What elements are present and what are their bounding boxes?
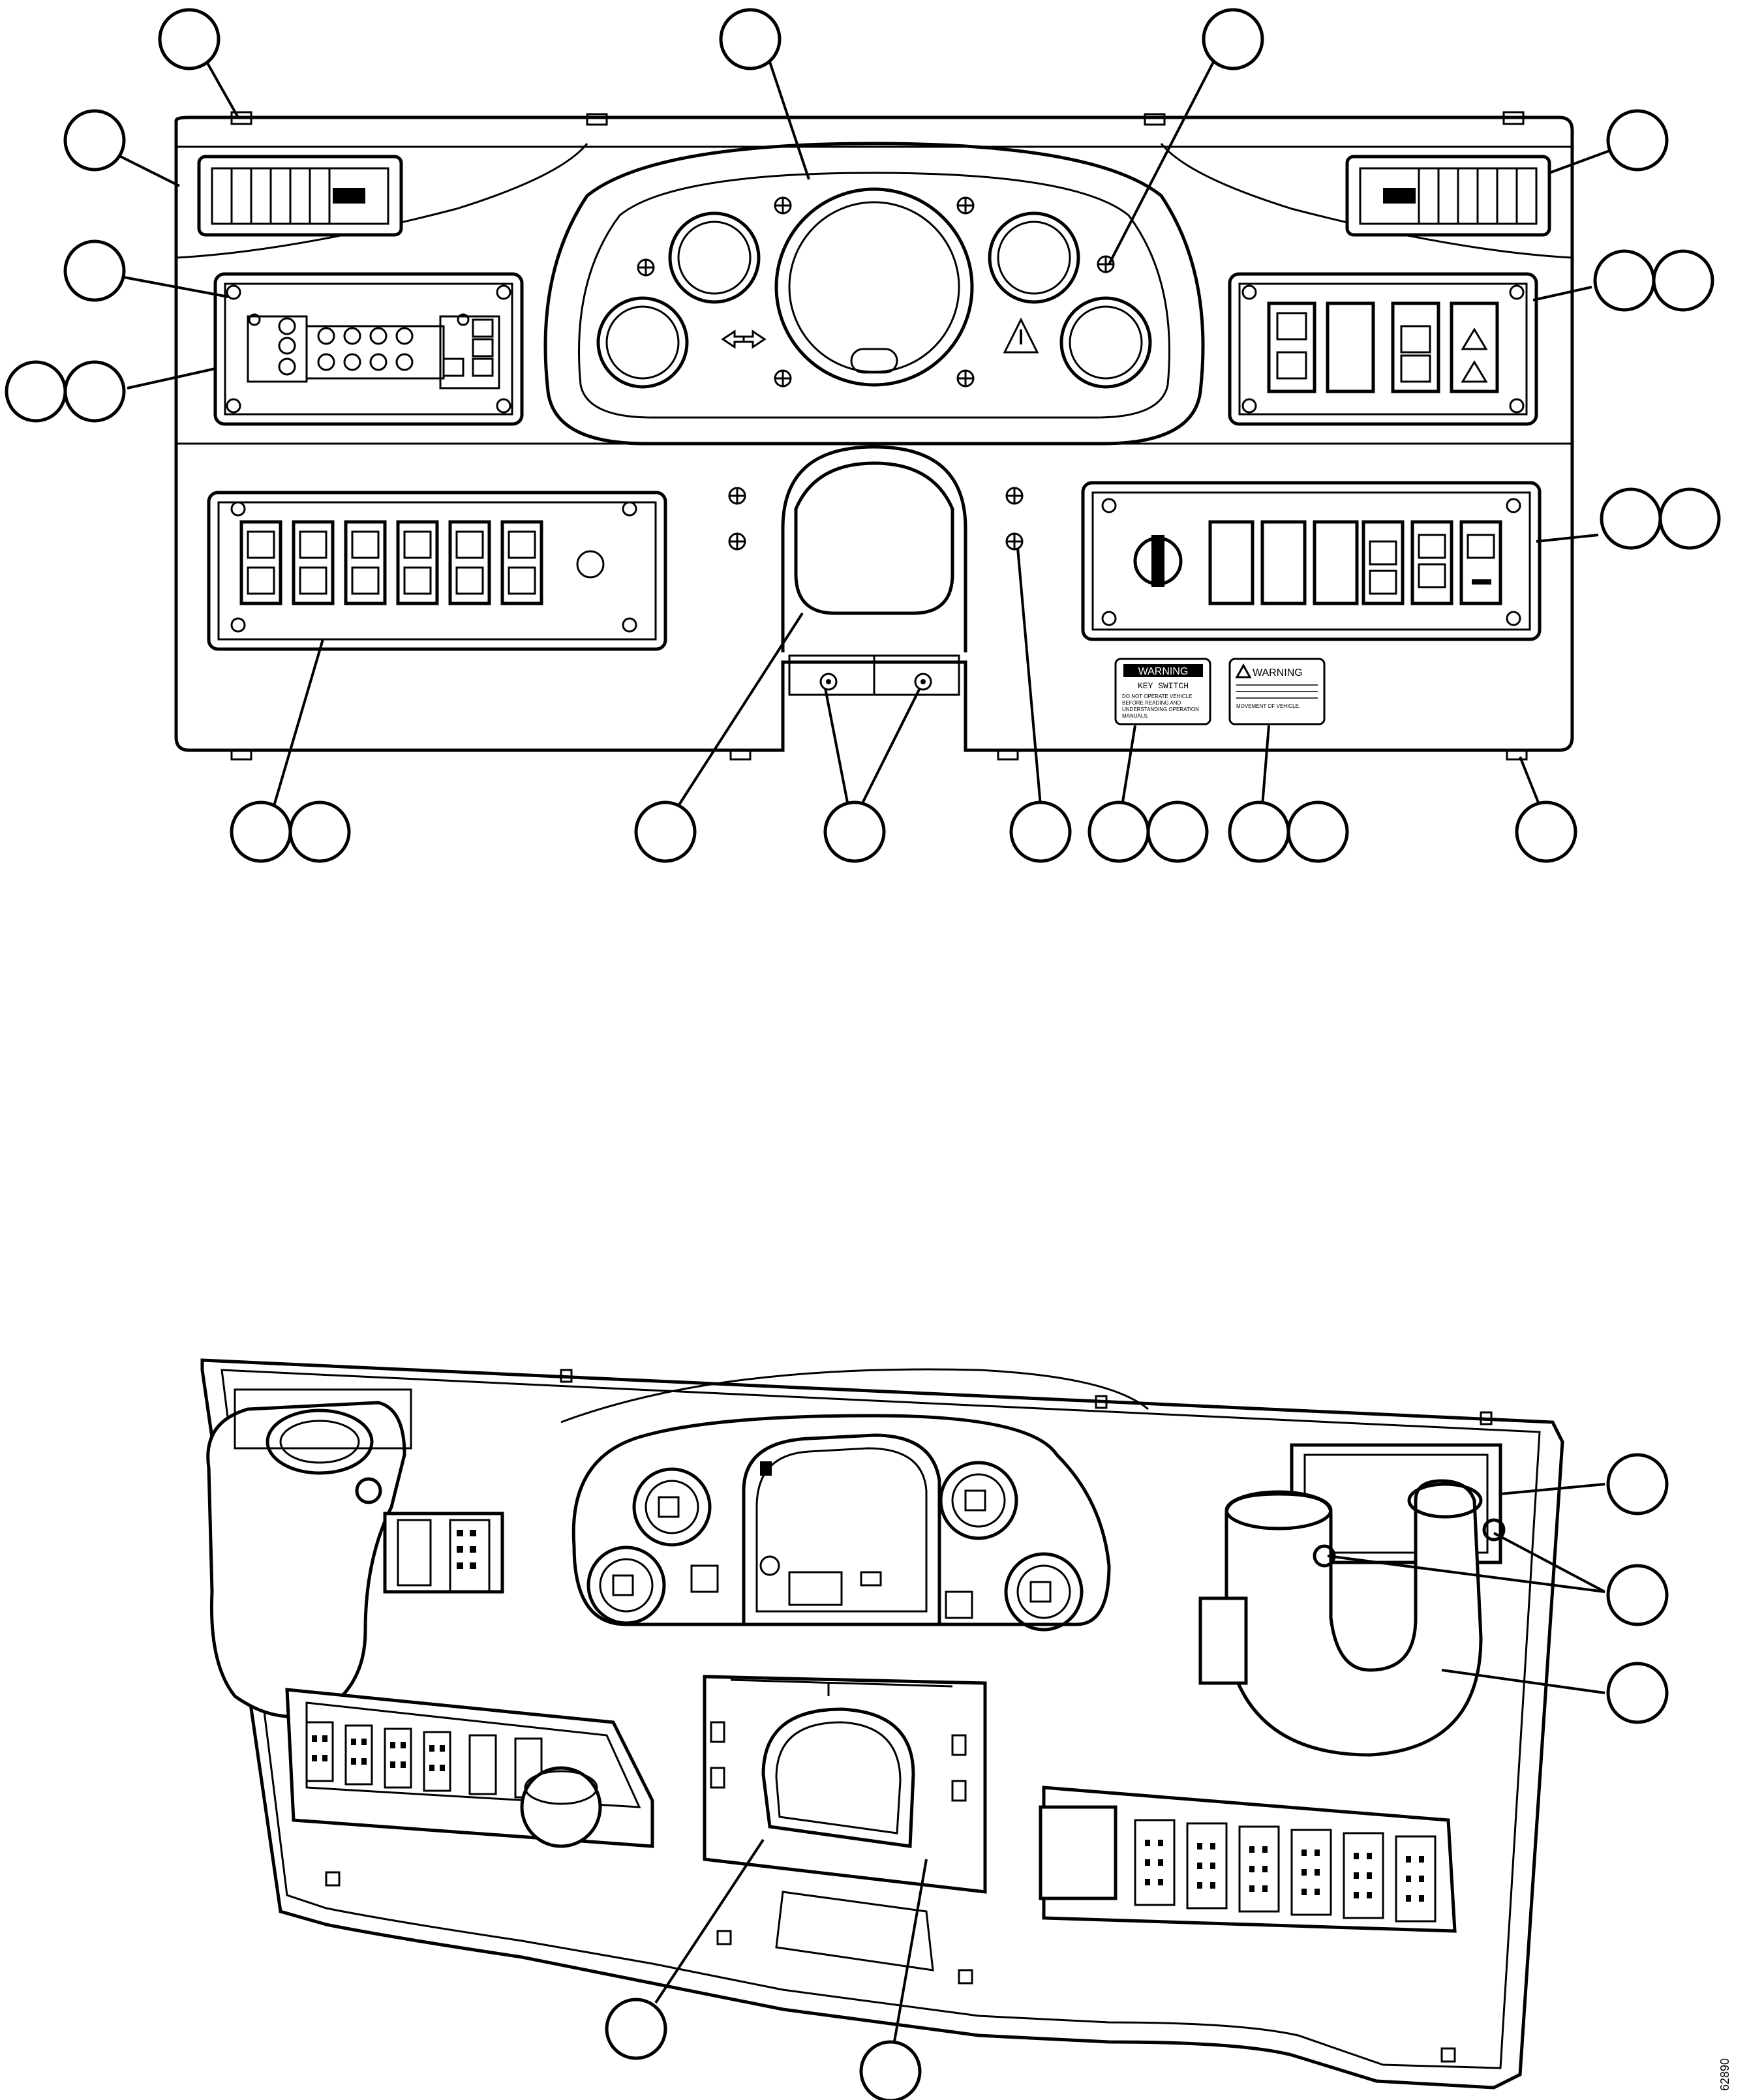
indicator-light-panel	[213, 272, 524, 426]
instrument-cluster	[543, 142, 1205, 446]
dash-rear-view: 62890	[200, 1358, 1731, 2100]
gauge-cluster-rear	[571, 1414, 1111, 1632]
key-switch-warning-subtitle: KEY SWITCH	[1138, 681, 1189, 691]
right-lower-relay-bank	[1039, 1786, 1457, 1933]
left-air-vent-icon	[197, 155, 403, 237]
top-view-callouts	[5, 8, 1721, 863]
steering-column-opening	[728, 445, 1024, 696]
steering-mount-plate	[703, 1675, 987, 1971]
right-air-vent-icon	[1345, 155, 1551, 237]
upper-right-switch-panel	[1228, 272, 1538, 426]
mounting-studs	[325, 1369, 1493, 2063]
movement-warning-title: WARNING	[1253, 667, 1303, 678]
movement-warning-label: WARNING MOVEMENT OF VEHICLE.	[1228, 658, 1326, 725]
dash-front-view: WARNING KEY SWITCH DO NOT OPERATE VEHICL…	[5, 8, 1721, 863]
screw-icon	[637, 196, 1115, 388]
left-lower-switch-bank	[285, 1688, 654, 1848]
key-switch-warning-label: WARNING KEY SWITCH DO NOT OPERATE VEHICL…	[1114, 658, 1211, 725]
lower-left-switch-panel	[207, 491, 667, 651]
key-switch-warning-line3: UNDERSTANDING OPERATION	[1122, 707, 1199, 712]
key-switch-warning-line4: MANUALS.	[1122, 713, 1149, 719]
movement-warning-line: MOVEMENT OF VEHICLE.	[1236, 703, 1300, 709]
key-switch-warning-line2: BEFORE READING AND	[1122, 700, 1181, 706]
turn-arrows-icon	[721, 329, 767, 349]
left-air-duct	[206, 1388, 412, 1718]
bottom-view-callouts	[605, 1453, 1669, 2100]
ignition-key-icon	[1133, 535, 1183, 587]
top-bolts	[230, 111, 1528, 761]
left-relay-module	[383, 1512, 504, 1594]
key-switch-warning-title: WARNING	[1138, 666, 1189, 677]
key-switch-warning-line1: DO NOT OPERATE VEHICLE	[1122, 693, 1192, 699]
warning-triangle-icon	[1003, 317, 1039, 354]
right-air-duct	[1198, 1443, 1506, 1757]
figure-number: 62890	[1718, 2058, 1731, 2091]
lower-right-switch-panel	[1081, 481, 1542, 641]
